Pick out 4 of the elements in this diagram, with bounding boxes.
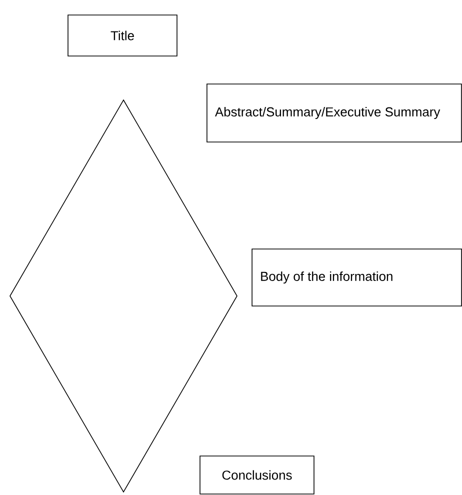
text-box: Body of the information: [252, 248, 462, 306]
text-box: Abstract/Summary/Executive Summary: [206, 84, 462, 142]
text-box: Title: [68, 14, 178, 56]
text-box: Conclusions: [200, 456, 314, 494]
